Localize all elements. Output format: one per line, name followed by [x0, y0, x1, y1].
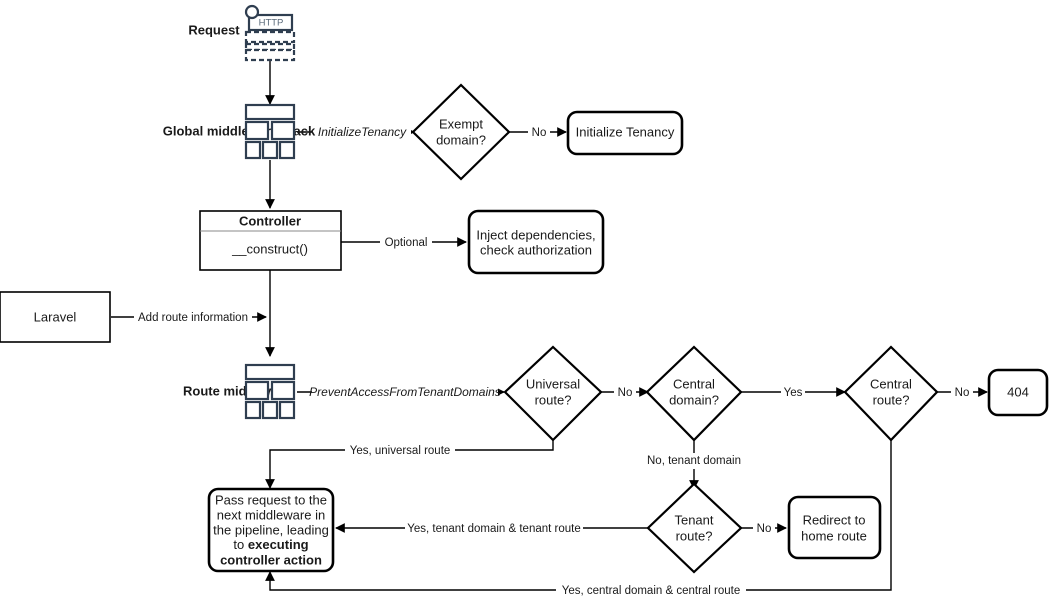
svg-text:PreventAccessFromTenantDomains: PreventAccessFromTenantDomains — [309, 385, 501, 399]
node-pass-request-line2: next middleware in — [217, 507, 325, 522]
decision-universal-route-line1: Universal — [526, 376, 580, 391]
node-inject-dependencies-line2: check authorization — [480, 242, 592, 257]
middleware-stack-icon-global — [244, 103, 296, 160]
node-pass-request-line4-bold: executing — [248, 537, 309, 552]
node-redirect-home-route: Redirect to home route — [787, 495, 882, 560]
node-pass-request-line5: controller action — [220, 552, 322, 567]
node-inject-dependencies: Inject dependencies, check authorization — [467, 209, 605, 275]
node-redirect-home-line2: home route — [801, 528, 867, 543]
side-label-request: Request — [188, 22, 240, 37]
edge-label-initialize-tenancy: InitializeTenancy — [313, 124, 411, 141]
node-pass-request: Pass request to the next middleware in t… — [207, 487, 335, 573]
middleware-stack-icon-route — [244, 363, 296, 420]
edge-label-central-domain-yes: Yes — [781, 384, 805, 400]
decision-central-domain: Central domain? — [645, 345, 743, 442]
node-initialize-tenancy-label: Initialize Tenancy — [576, 124, 675, 139]
edge-label-yes-tenant-domain-tenant-route: Yes, tenant domain & tenant route — [405, 521, 583, 537]
decision-central-domain-line1: Central — [673, 376, 715, 391]
node-initialize-tenancy: Initialize Tenancy — [566, 110, 684, 156]
node-controller-method: __construct() — [231, 241, 308, 256]
node-pass-request-line4-normal: to — [233, 537, 247, 552]
decision-central-route-line1: Central — [870, 376, 912, 391]
decision-exempt-domain-line1: Exempt — [439, 116, 483, 131]
svg-text:Yes: Yes — [784, 387, 803, 399]
node-404: 404 — [987, 368, 1049, 417]
svg-text:Add route information: Add route information — [138, 312, 248, 324]
svg-text:Yes, universal route: Yes, universal route — [350, 445, 451, 457]
svg-text:No, tenant domain: No, tenant domain — [647, 455, 741, 467]
svg-text:InitializeTenancy: InitializeTenancy — [318, 125, 407, 139]
edge-label-tenant-route-no: No — [753, 521, 775, 537]
decision-universal-route-line2: route? — [535, 392, 572, 407]
edge-label-no-tenant-domain: No, tenant domain — [641, 453, 748, 469]
node-laravel-label: Laravel — [34, 309, 77, 324]
svg-text:No: No — [955, 387, 970, 399]
edge-label-yes-central-domain-central-route: Yes, central domain & central route — [556, 583, 746, 599]
node-controller-title: Controller — [239, 213, 301, 228]
node-controller: Controller __construct() — [199, 210, 342, 271]
svg-text:Yes, central domain & central: Yes, central domain & central route — [562, 585, 741, 597]
decision-central-route-line2: route? — [873, 392, 910, 407]
svg-text:Yes, tenant domain & tenant ro: Yes, tenant domain & tenant route — [407, 523, 580, 535]
node-laravel: Laravel — [0, 291, 111, 343]
edge-label-prevent-access: PreventAccessFromTenantDomains — [309, 384, 501, 401]
node-inject-dependencies-line1: Inject dependencies, — [476, 227, 595, 242]
svg-text:Optional: Optional — [385, 237, 428, 249]
edge-label-add-route-information: Add route information — [134, 309, 252, 325]
decision-exempt-domain-line2: domain? — [436, 132, 486, 147]
decision-tenant-route-line1: Tenant — [674, 512, 713, 527]
decision-tenant-route-line2: route? — [676, 528, 713, 543]
edge-label-yes-universal-route: Yes, universal route — [345, 442, 455, 458]
edge-label-universal-no: No — [614, 384, 636, 400]
node-pass-request-line1: Pass request to the — [215, 492, 327, 507]
node-pass-request-line4: to executing — [233, 537, 308, 552]
http-request-icon: HTTP — [244, 4, 296, 62]
node-404-label: 404 — [1007, 384, 1029, 399]
decision-exempt-domain: Exempt domain? — [411, 83, 511, 181]
svg-text:No: No — [757, 523, 772, 535]
node-pass-request-line3: the pipeline, leading — [213, 522, 329, 537]
svg-text:No: No — [618, 387, 633, 399]
decision-universal-route: Universal route? — [503, 345, 603, 442]
edge-label-optional: Optional — [380, 234, 432, 250]
svg-text:No: No — [532, 127, 547, 139]
decision-central-domain-line2: domain? — [669, 392, 719, 407]
decision-tenant-route: Tenant route? — [646, 482, 743, 574]
decision-central-route: Central route? — [843, 345, 939, 442]
http-icon-label: HTTP — [259, 18, 284, 29]
edge-label-exempt-no: No — [528, 124, 550, 140]
node-redirect-home-line1: Redirect to — [803, 512, 866, 527]
edge-label-central-route-no: No — [951, 384, 973, 400]
